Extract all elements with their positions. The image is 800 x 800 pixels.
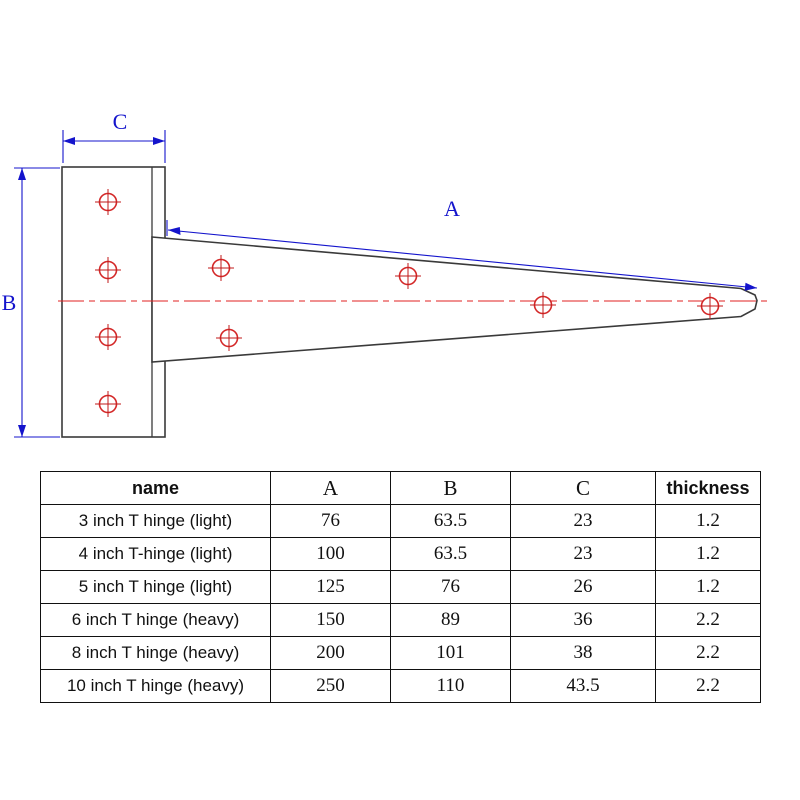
hinge-name-cell: 6 inch T hinge (heavy) — [40, 603, 271, 637]
spec-value-cell: 1.2 — [655, 537, 761, 571]
spec-value-cell: 110 — [390, 669, 511, 703]
spec-value-cell: 100 — [270, 537, 391, 571]
hole — [208, 255, 234, 281]
header-c: C — [510, 471, 656, 505]
table-header-row: name A B C thickness — [40, 471, 761, 505]
spec-table: name A B C thickness 3 inch T hinge (lig… — [40, 471, 761, 703]
hole — [395, 263, 421, 289]
spec-value-cell: 76 — [270, 504, 391, 538]
spec-value-cell: 63.5 — [390, 537, 511, 571]
spec-value-cell: 63.5 — [390, 504, 511, 538]
t-hinge-technical-drawing: C B A — [2, 109, 768, 438]
spec-value-cell: 38 — [510, 636, 656, 670]
spec-value-cell: 200 — [270, 636, 391, 670]
spec-value-cell: 26 — [510, 570, 656, 604]
hinge-plate-outline — [61, 166, 166, 438]
spec-value-cell: 125 — [270, 570, 391, 604]
spec-value-cell: 23 — [510, 537, 656, 571]
hole — [530, 292, 556, 318]
dimension-label-b: B — [2, 290, 17, 315]
header-thickness: thickness — [655, 471, 761, 505]
dimension-label-a: A — [444, 196, 460, 221]
spec-value-cell: 250 — [270, 669, 391, 703]
spec-value-cell: 36 — [510, 603, 656, 637]
hole — [95, 257, 121, 283]
dimension-label-c: C — [113, 109, 128, 134]
hinge-name-cell: 8 inch T hinge (heavy) — [40, 636, 271, 670]
hole — [95, 189, 121, 215]
spec-value-cell: 43.5 — [510, 669, 656, 703]
dimension-b: B — [2, 167, 60, 438]
hinge-name-cell: 10 inch T hinge (heavy) — [40, 669, 271, 703]
spec-value-cell: 89 — [390, 603, 511, 637]
hinge-strap-outline — [151, 236, 758, 363]
spec-value-cell: 2.2 — [655, 603, 761, 637]
header-a: A — [270, 471, 391, 505]
dimension-c: C — [62, 109, 166, 163]
header-name: name — [40, 471, 271, 505]
header-b: B — [390, 471, 511, 505]
hole — [216, 325, 242, 351]
spec-value-cell: 1.2 — [655, 570, 761, 604]
spec-value-cell: 150 — [270, 603, 391, 637]
spec-value-cell: 76 — [390, 570, 511, 604]
spec-value-cell: 23 — [510, 504, 656, 538]
spec-value-cell: 101 — [390, 636, 511, 670]
hole — [697, 293, 723, 319]
dimension-a: A — [166, 196, 758, 291]
hole — [95, 391, 121, 417]
hinge-name-cell: 3 inch T hinge (light) — [40, 504, 271, 538]
spec-value-cell: 2.2 — [655, 669, 761, 703]
spec-value-cell: 2.2 — [655, 636, 761, 670]
hinge-name-cell: 5 inch T hinge (light) — [40, 570, 271, 604]
spec-value-cell: 1.2 — [655, 504, 761, 538]
hole — [95, 324, 121, 350]
hinge-name-cell: 4 inch T-hinge (light) — [40, 537, 271, 571]
